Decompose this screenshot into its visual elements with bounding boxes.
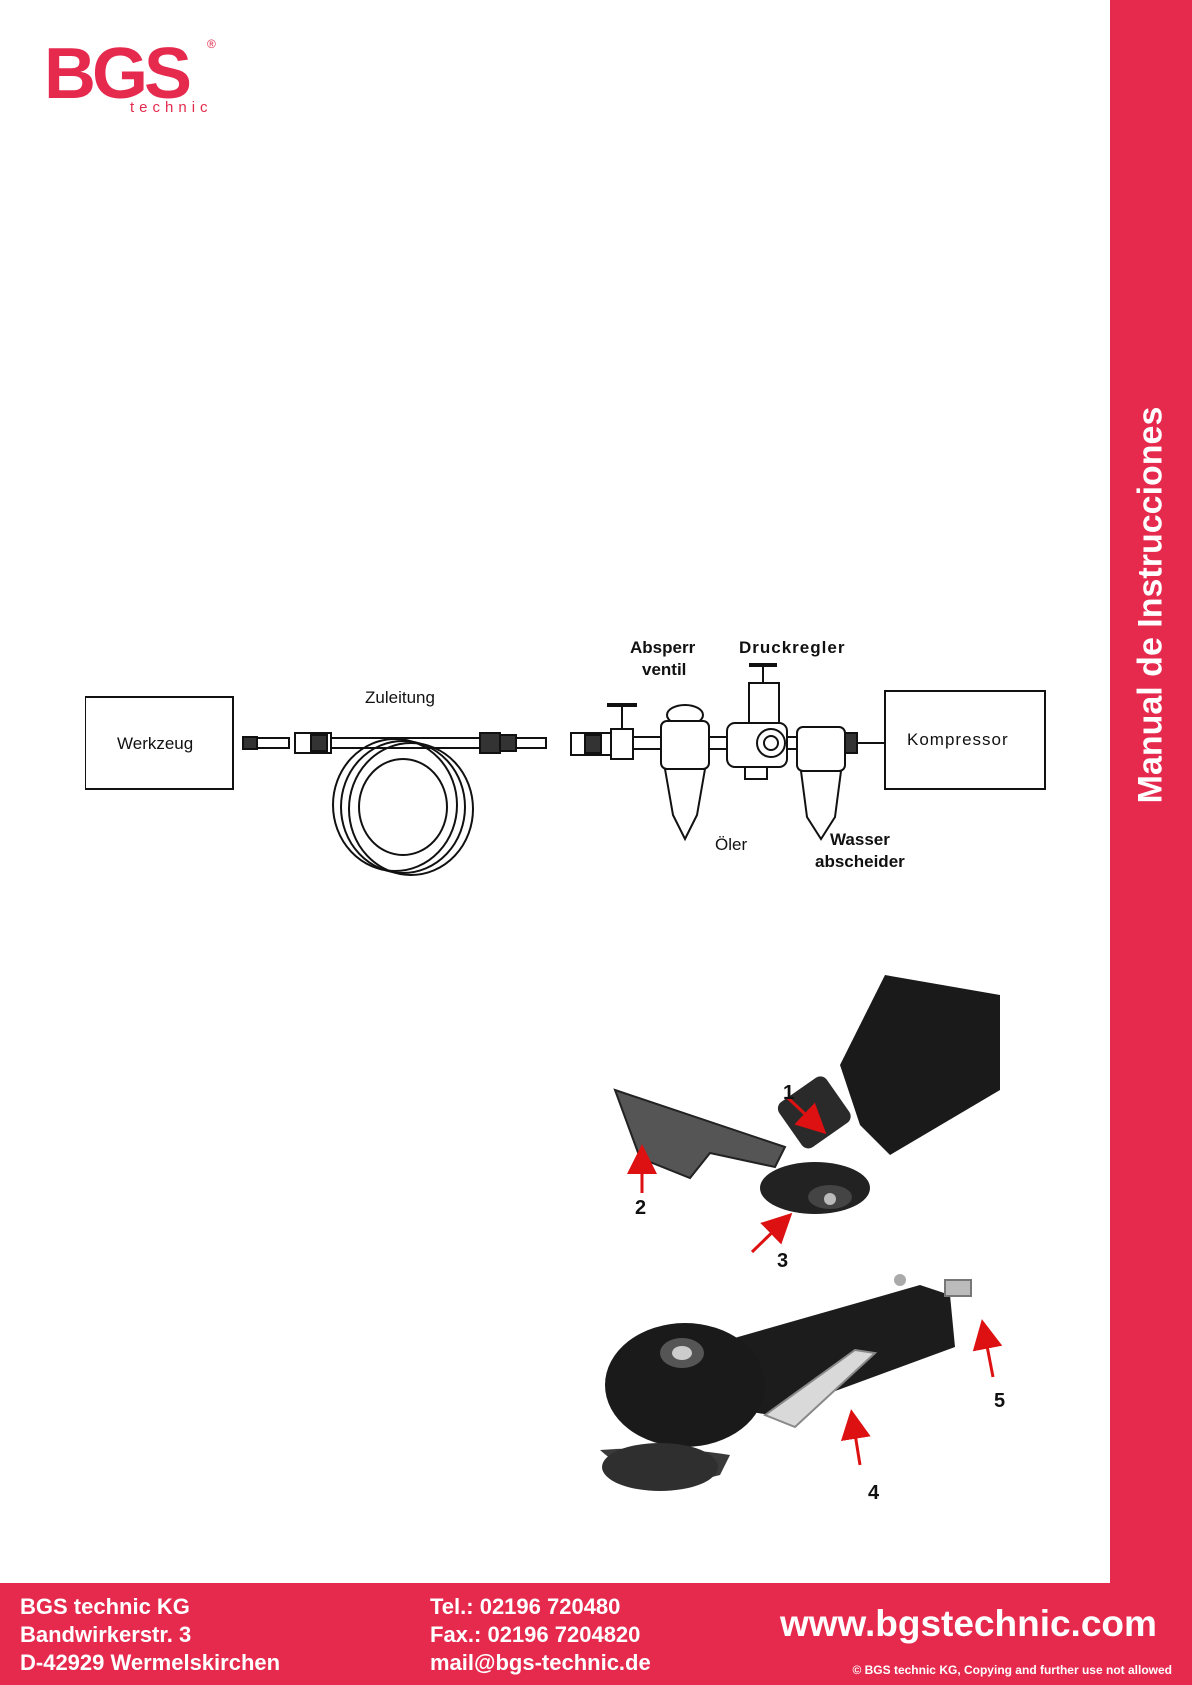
blade-mount [760, 1162, 870, 1214]
callout-1: 1 [783, 1082, 794, 1104]
sidebar-title: Manual de Instrucciones [1131, 406, 1170, 804]
footer-company: BGS technic KG [20, 1594, 190, 1619]
logo-subtext: technic [130, 99, 213, 116]
callout-3: 3 [777, 1250, 788, 1272]
hose-label: Zuleitung [365, 688, 435, 707]
logo-registered-mark: ® [207, 37, 216, 51]
valve-label-line1: Absperr [630, 638, 696, 657]
footer-mail[interactable]: mail@bgs-technic.de [430, 1650, 651, 1675]
air-inlet [944, 1279, 972, 1297]
regulator-label: Druckregler [739, 638, 845, 657]
tool-body [710, 1285, 955, 1415]
footer-copyright: © BGS technic KG, Copying and further us… [852, 1663, 1172, 1677]
separator-label-line1: Wasser [830, 830, 890, 849]
sidebar-band [1110, 0, 1192, 1583]
footer-city: D-42929 Wermelskirchen [20, 1650, 281, 1675]
footer-tel: Tel.: 02196 720480 [430, 1594, 621, 1619]
tool-photo: 1 2 3 4 5 [600, 975, 1005, 1504]
callout-4: 4 [868, 1482, 880, 1504]
compressor-box [884, 690, 1046, 790]
footer: BGS technic KG Bandwirkerstr. 3 D-42929 … [0, 1583, 1192, 1685]
compressor-label: Kompressor [907, 730, 1009, 749]
tool-box [85, 696, 234, 790]
bgs-technic-logo: BGS ® technic [44, 36, 216, 116]
tool-label: Werkzeug [117, 734, 193, 753]
trigger-lever [762, 1348, 878, 1429]
callout-5: 5 [994, 1390, 1005, 1412]
valve-label-line2: ventil [642, 660, 686, 679]
footer-contact: Tel.: 02196 720480 Fax.: 02196 7204820 m… [430, 1593, 651, 1677]
air-supply-diagram: Werkzeug Zuleitung Absperr ventil Druckr… [85, 638, 1046, 876]
footer-fax: Fax.: 02196 7204820 [430, 1622, 641, 1647]
logo-text: BGS [44, 36, 190, 114]
tool-head-detail [840, 975, 1000, 1155]
callout-2: 2 [635, 1197, 646, 1219]
oiler-label: Öler [715, 835, 747, 854]
footer-website[interactable]: www.bgstechnic.com [780, 1603, 1157, 1644]
footer-street: Bandwirkerstr. 3 [20, 1622, 192, 1647]
footer-address: BGS technic KG Bandwirkerstr. 3 D-42929 … [20, 1593, 280, 1677]
separator-label-line2: abscheider [815, 852, 905, 871]
